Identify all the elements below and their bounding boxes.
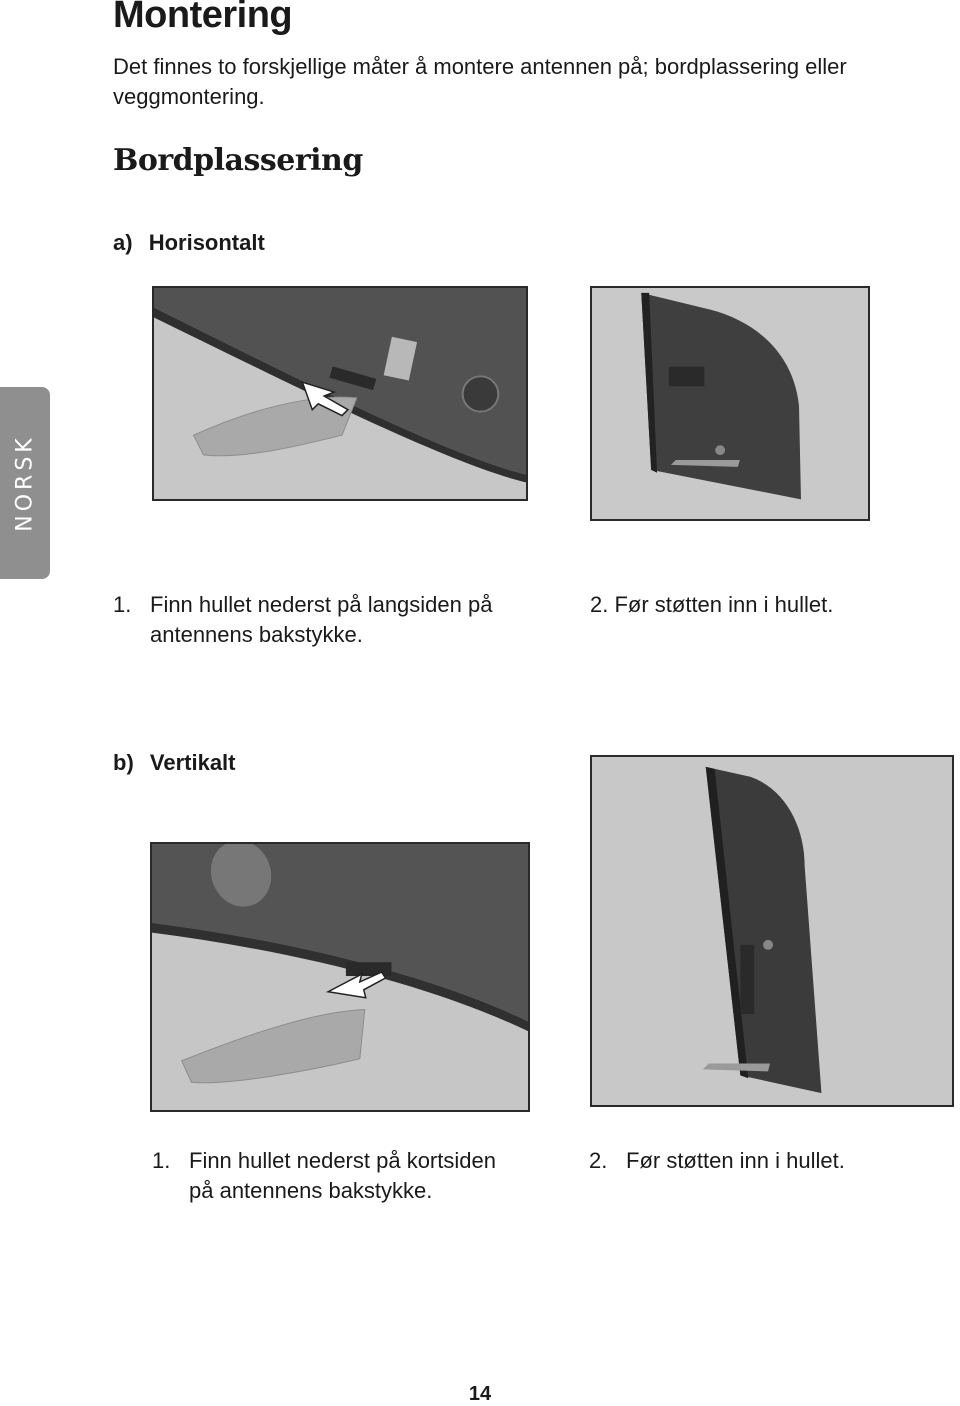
caption-b-step2-number: 2. xyxy=(589,1148,608,1173)
illustration-vertical-stand xyxy=(592,757,952,1105)
language-side-tab: NORSK xyxy=(0,387,50,579)
subsection-a-heading: a) Horisontalt xyxy=(113,230,265,256)
subsection-b-heading: b) Vertikalt xyxy=(113,750,236,776)
caption-a-step1-number: 1. xyxy=(113,592,132,617)
illustration-vertical-slot xyxy=(152,844,528,1110)
caption-b-step1-line1: Finn hullet nederst på kortsiden xyxy=(189,1148,496,1173)
caption-b-step2-text: Før støtten inn i hullet. xyxy=(626,1148,845,1173)
subsection-b-label: b) xyxy=(113,750,134,775)
figure-vertical-step1 xyxy=(150,842,530,1112)
subsection-b-text: Vertikalt xyxy=(149,750,236,775)
subsection-a-label: a) xyxy=(113,230,133,255)
illustration-horizontal-stand xyxy=(592,288,868,519)
caption-b-step2: 2. Før støtten inn i hullet. xyxy=(589,1146,929,1176)
caption-a-step1-line1: Finn hullet nederst på langsiden på xyxy=(150,592,493,617)
caption-b-step1: 1. Finn hullet nederst på kortsiden på an… xyxy=(152,1146,572,1206)
page-title: Montering xyxy=(113,0,293,36)
caption-b-step1-number: 1. xyxy=(152,1148,171,1173)
intro-paragraph: Det finnes to forskjellige måter å monte… xyxy=(113,54,847,109)
figure-horizontal-step2 xyxy=(590,286,870,521)
figure-horizontal-step1 xyxy=(152,286,528,501)
caption-b-step1-line2: på antennens bakstykke. xyxy=(189,1178,433,1203)
side-tab-label: NORSK xyxy=(12,434,38,532)
caption-a-step1-line2: antennens bakstykke. xyxy=(150,622,363,647)
page-number: 14 xyxy=(468,1383,492,1405)
caption-a-step2: 2. Før støtten inn i hullet. xyxy=(590,592,834,617)
figure-vertical-step2 xyxy=(590,755,954,1107)
section-title: Bordplassering xyxy=(113,143,363,178)
caption-a-step1: 1. Finn hullet nederst på langsiden på an… xyxy=(113,590,553,650)
subsection-a-text: Horisontalt xyxy=(148,230,265,255)
illustration-horizontal-slot xyxy=(154,288,526,499)
